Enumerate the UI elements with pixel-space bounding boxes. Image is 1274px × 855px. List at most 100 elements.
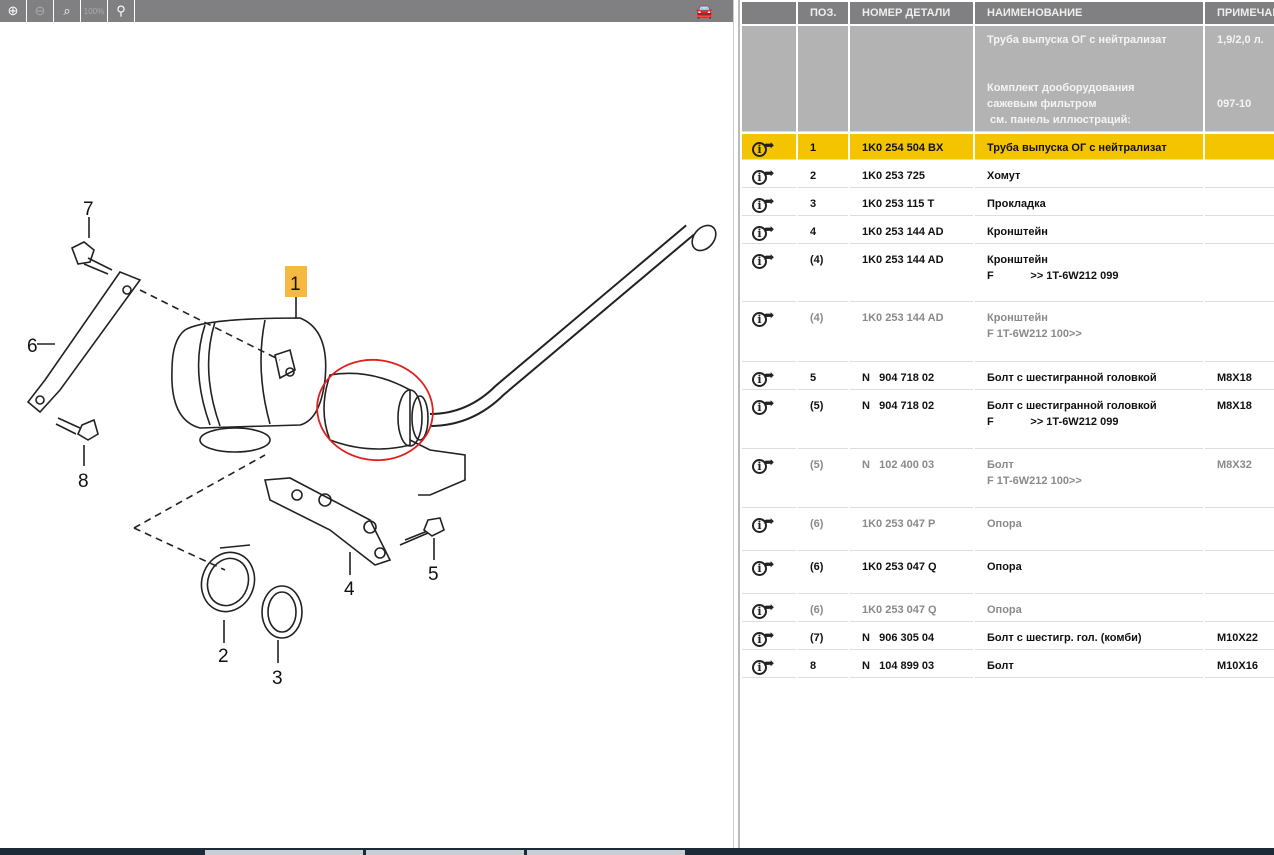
note-cell xyxy=(1205,218,1274,244)
info-arrow-icon[interactable]: i➦ xyxy=(752,222,776,241)
col-header-name[interactable]: НАИМЕНОВАНИЕ xyxy=(975,2,1203,24)
part-name: Опора xyxy=(987,518,1022,530)
info-arrow-icon[interactable]: i➦ xyxy=(752,628,776,647)
part-condition: F >> 1T-6W212 099 xyxy=(987,416,1119,428)
table-row[interactable]: i➦ (5) N 904 718 02 Болт с шестигранной … xyxy=(742,392,1274,449)
exploded-parts-diagram: 1 2 3 4 5 6 7 8 xyxy=(26,199,717,689)
col-header-pos[interactable]: ПОЗ. xyxy=(798,2,848,24)
table-row[interactable]: i➦ (4) 1K0 253 144 AD Кронштейн F 1T-6W21… xyxy=(742,304,1274,362)
col-header-part-number[interactable]: НОМЕР ДЕТАЛИ xyxy=(850,2,973,24)
red-annotation-circle xyxy=(316,358,434,462)
part-condition: F >> 1T-6W212 099 xyxy=(987,270,1119,282)
info-cell[interactable]: i➦ xyxy=(742,510,796,551)
info-cell[interactable]: i➦ xyxy=(742,451,796,508)
table-row[interactable]: i➦ 1 1K0 254 504 BX Труба выпуска ОГ с н… xyxy=(742,134,1274,160)
info-arrow-icon[interactable]: i➦ xyxy=(752,656,776,675)
name-cell: Опора xyxy=(975,553,1203,594)
info-arrow-icon[interactable]: i➦ xyxy=(752,557,776,576)
search-icon: ⚲ xyxy=(116,3,126,18)
pos-cell: (5) xyxy=(798,392,848,449)
zoom-100-icon: 100% xyxy=(83,6,105,16)
name-cell: Хомут xyxy=(975,162,1203,188)
zoom-area-button[interactable]: ⌕ xyxy=(54,0,81,22)
pos-cell: (6) xyxy=(798,553,848,594)
pos-cell: 1 xyxy=(798,134,848,160)
taskbar-button[interactable] xyxy=(366,850,524,855)
col-header-note[interactable]: ПРИМЕЧАН xyxy=(1205,2,1274,24)
part-name: Прокладка xyxy=(987,198,1046,210)
info-arrow-icon[interactable]: i➦ xyxy=(752,600,776,619)
info-cell[interactable]: i➦ xyxy=(742,596,796,622)
info-cell[interactable]: i➦ xyxy=(742,652,796,678)
info-cell[interactable]: i➦ xyxy=(742,162,796,188)
part-name: Болт xyxy=(987,459,1014,471)
table-row[interactable]: i➦ (6) 1K0 253 047 P Опора xyxy=(742,510,1274,551)
table-row[interactable]: i➦ 4 1K0 253 144 AD Кронштейн xyxy=(742,218,1274,244)
info-arrow-icon[interactable]: i➦ xyxy=(752,368,776,387)
part-number-cell: 1K0 253 047 P xyxy=(850,510,973,551)
group-kit-line1: Комплект дооборудования xyxy=(987,82,1135,94)
table-row[interactable]: i➦ (6) 1K0 253 047 Q Опора xyxy=(742,596,1274,622)
part-name: Болт с шестигранной головкой xyxy=(987,400,1157,412)
info-cell[interactable]: i➦ xyxy=(742,218,796,244)
table-row[interactable]: i➦ (6) 1K0 253 047 Q Опора xyxy=(742,553,1274,594)
callout-3: 3 xyxy=(272,668,283,689)
table-header: ПОЗ. НОМЕР ДЕТАЛИ НАИМЕНОВАНИЕ ПРИМЕЧАН xyxy=(742,2,1274,24)
info-arrow-icon[interactable]: i➦ xyxy=(752,514,776,533)
pane-splitter[interactable] xyxy=(733,0,740,848)
car-icon[interactable]: 🚘 xyxy=(695,3,713,19)
table-row[interactable]: i➦ (7) N 906 305 04 Болт с шестигр. гол.… xyxy=(742,624,1274,650)
pos-cell: 8 xyxy=(798,652,848,678)
info-arrow-icon[interactable]: i➦ xyxy=(752,455,776,474)
name-cell: Болт с шестигр. гол. (комби) xyxy=(975,624,1203,650)
info-arrow-icon[interactable]: i➦ xyxy=(752,308,776,327)
note-cell: M10X16 xyxy=(1205,652,1274,678)
table-row[interactable]: i➦ 8 N 104 899 03 Болт M10X16 xyxy=(742,652,1274,678)
info-cell[interactable]: i➦ xyxy=(742,134,796,160)
note-cell: M8X18 xyxy=(1205,392,1274,449)
part-number-cell: N 904 718 02 xyxy=(850,364,973,390)
info-cell[interactable]: i➦ xyxy=(742,364,796,390)
info-cell[interactable]: i➦ xyxy=(742,392,796,449)
part-condition: F 1T-6W212 100>> xyxy=(987,328,1082,340)
illustration-pane: ⊕⊖ ⌕ 100% ⚲ 🚘 xyxy=(0,0,735,689)
pos-cell: (7) xyxy=(798,624,848,650)
pos-cell: (6) xyxy=(798,596,848,622)
callout-2: 2 xyxy=(218,646,229,667)
info-cell[interactable]: i➦ xyxy=(742,304,796,362)
part-number-cell: 1K0 253 144 AD xyxy=(850,304,973,362)
info-arrow-icon[interactable]: i➦ xyxy=(752,166,776,185)
zoom-out-button[interactable]: ⊖ xyxy=(27,0,54,22)
search-button[interactable]: ⚲ xyxy=(108,0,135,22)
part-number-cell: N 104 899 03 xyxy=(850,652,973,678)
taskbar-button[interactable] xyxy=(527,850,685,855)
table-row[interactable]: i➦ 2 1K0 253 725 Хомут xyxy=(742,162,1274,188)
illustration-toolbar: ⊕⊖ ⌕ 100% ⚲ 🚘 xyxy=(0,0,735,22)
info-arrow-icon[interactable]: i➦ xyxy=(752,194,776,213)
part-number-cell: N 906 305 04 xyxy=(850,624,973,650)
callout-4: 4 xyxy=(344,579,355,600)
info-cell[interactable]: i➦ xyxy=(742,190,796,216)
info-cell[interactable]: i➦ xyxy=(742,624,796,650)
info-arrow-icon[interactable]: i➦ xyxy=(752,396,776,415)
info-cell[interactable]: i➦ xyxy=(742,246,796,302)
part-name: Кронштейн xyxy=(987,312,1048,324)
note-cell xyxy=(1205,246,1274,302)
zoom-area-icon: ⌕ xyxy=(63,3,71,18)
taskbar-button[interactable] xyxy=(205,850,363,855)
info-arrow-icon[interactable]: i➦ xyxy=(752,138,776,157)
callout-5: 5 xyxy=(428,564,439,585)
zoom-in-button[interactable]: ⊕ xyxy=(0,0,27,22)
zoom-100-button[interactable]: 100% xyxy=(81,0,108,22)
info-arrow-icon[interactable]: i➦ xyxy=(752,250,776,269)
parts-list-pane: ПОЗ. НОМЕР ДЕТАЛИ НАИМЕНОВАНИЕ ПРИМЕЧАН … xyxy=(740,0,1274,848)
pos-cell: (4) xyxy=(798,304,848,362)
table-row[interactable]: i➦ 5 N 904 718 02 Болт с шестигранной го… xyxy=(742,364,1274,390)
info-cell[interactable]: i➦ xyxy=(742,553,796,594)
table-row[interactable]: i➦ 3 1K0 253 115 T Прокладка xyxy=(742,190,1274,216)
part-name: Труба выпуска ОГ с нейтрализат xyxy=(987,142,1167,154)
name-cell: Труба выпуска ОГ с нейтрализат xyxy=(975,134,1203,160)
